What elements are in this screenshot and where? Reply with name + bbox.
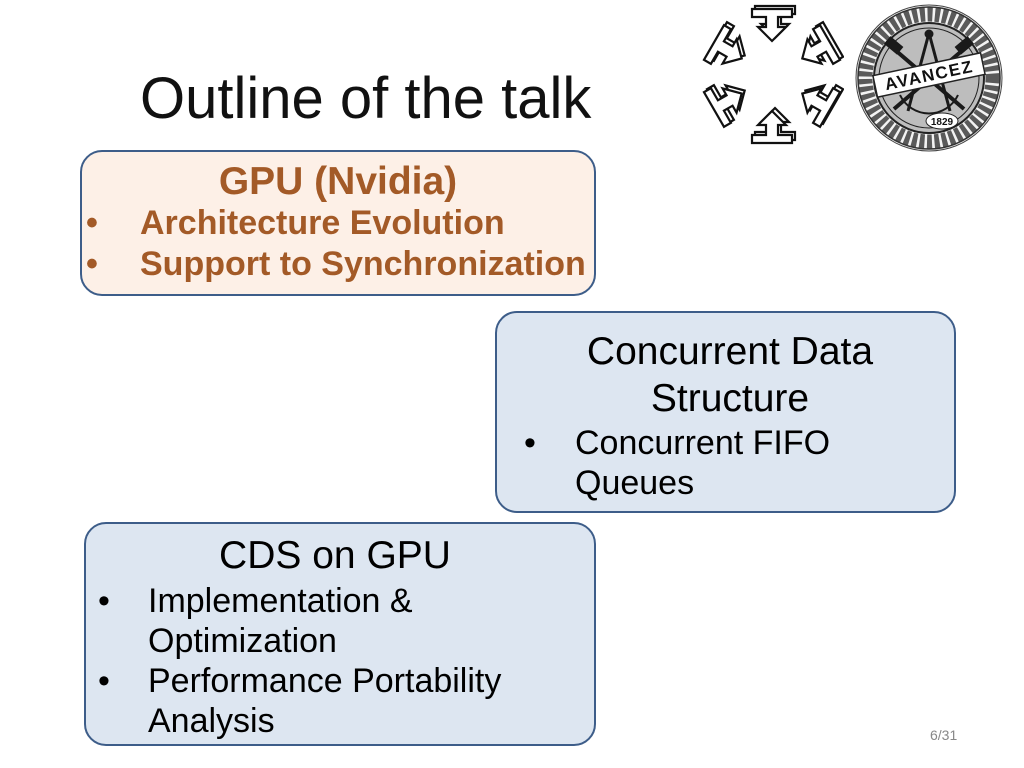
section-gpu: GPU (Nvidia) • Architecture Evolution • … [80, 150, 596, 296]
section-concurrent-data-structure: Concurrent Data Structure • Concurrent F… [495, 311, 956, 513]
bullet-marker: • [98, 582, 110, 620]
bullet-marker: • [86, 245, 98, 283]
section-title: CDS on GPU [219, 534, 451, 577]
slide-title: Outline of the talk [140, 66, 592, 131]
bullet-marker: • [98, 662, 110, 700]
bullet-text: Concurrent FIFO Queues [575, 424, 831, 502]
bullet-text: Performance Portability Analysis [148, 662, 502, 740]
bullet-text: Support to Synchronization [140, 245, 586, 283]
bullet-marker: • [86, 204, 98, 242]
bullet-text: Implementation & Optimization [148, 582, 413, 660]
university-seal-logo: AVANCEZ 1829 [855, 4, 1003, 152]
seal-year: 1829 [931, 117, 954, 128]
logo-piece-front [702, 7, 842, 145]
wreath-icon [857, 6, 1001, 150]
section-title: Concurrent Data Structure [586, 330, 874, 420]
bullet-marker: • [524, 424, 536, 462]
section-title: GPU (Nvidia) [218, 160, 458, 203]
hexagon-arrows-logo [702, 4, 844, 145]
page-number: 6/31 [930, 727, 958, 743]
bullet-text: Architecture Evolution [140, 204, 505, 242]
section-cds-on-gpu: CDS on GPU • Implementation & Optimizati… [84, 522, 596, 746]
